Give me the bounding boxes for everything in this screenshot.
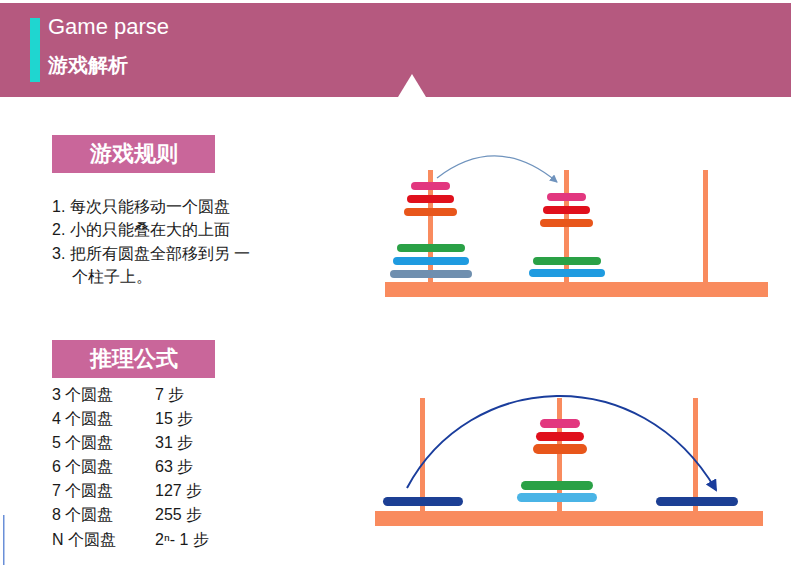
table-cell: 255 步 [155, 505, 202, 525]
rule-text: 1. 每次只能移动一个圆盘 [52, 197, 230, 217]
table-cell: 2ⁿ- 1 步 [155, 530, 209, 550]
accent-bar [30, 18, 40, 82]
header-band: Game parse 游戏解析 [0, 3, 791, 97]
section-title: 推理公式 [90, 345, 178, 373]
section-tab: 游戏规则 [52, 135, 215, 173]
section-tab: 推理公式 [52, 340, 215, 378]
section-title: 游戏规则 [90, 140, 178, 168]
rule-text: 2. 小的只能叠在大的上面 [52, 220, 230, 240]
table-cell: 5 个圆盘 [52, 433, 113, 453]
table-cell: 6 个圆盘 [52, 457, 113, 477]
rule-text: 3. 把所有圆盘全部移到另 一个柱子上。 [52, 242, 257, 288]
table-cell: 7 个圆盘 [52, 481, 113, 501]
table-cell: N 个圆盘 [52, 530, 116, 550]
table-cell: 15 步 [155, 409, 193, 429]
header-title-cn: 游戏解析 [48, 52, 128, 78]
table-cell: 3 个圆盘 [52, 385, 113, 405]
notch-triangle [392, 70, 432, 100]
table-cell: 8 个圆盘 [52, 505, 113, 525]
table-cell: 7 步 [155, 385, 184, 405]
header-title-en: Game parse [48, 13, 169, 41]
table-cell: 31 步 [155, 433, 193, 453]
table-cell: 63 步 [155, 457, 193, 477]
table-cell: 4 个圆盘 [52, 409, 113, 429]
table-cell: 127 步 [155, 481, 202, 501]
